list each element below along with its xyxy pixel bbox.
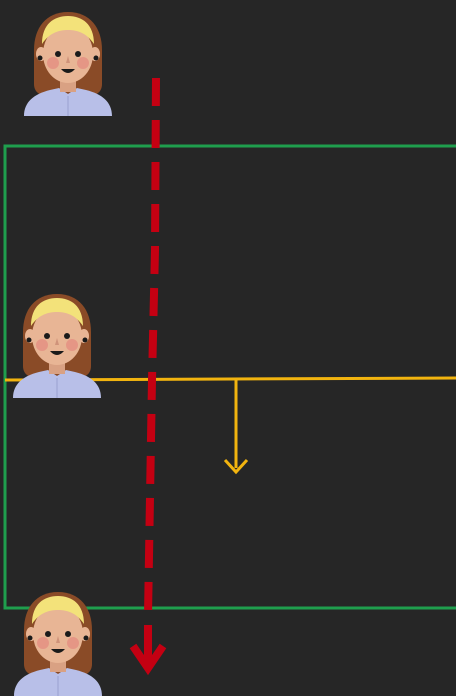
person-icon-middle (12, 293, 102, 399)
zone-border (3, 144, 456, 610)
motion-arrow (129, 77, 167, 676)
person-icon-top (23, 11, 113, 117)
threshold-arrow (223, 379, 249, 475)
